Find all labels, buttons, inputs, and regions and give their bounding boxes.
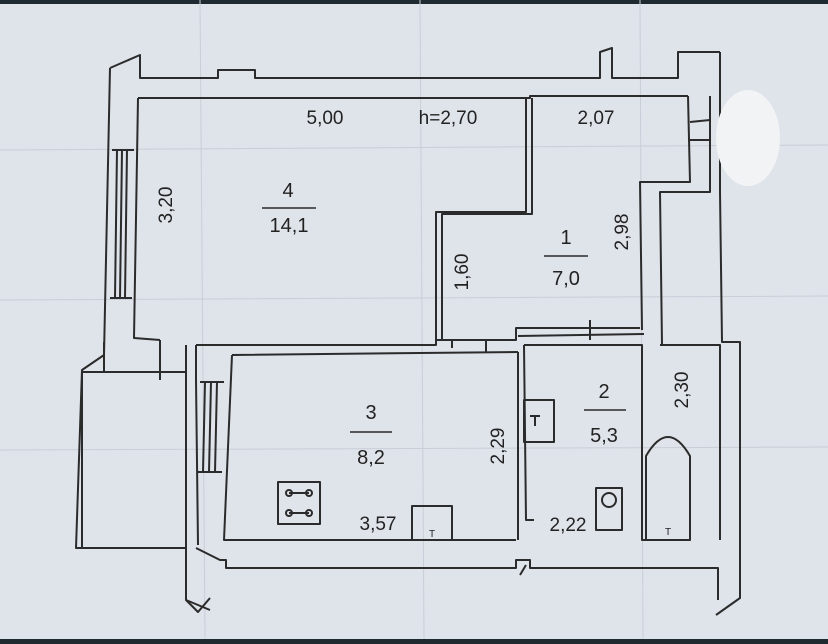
stove — [277, 481, 321, 525]
ceiling-height-label: h=2,70 — [419, 108, 478, 129]
room-2-label: 2 5,3 — [584, 381, 626, 447]
room-1-area: 7,0 — [552, 268, 580, 290]
room-3-number: 3 — [365, 402, 376, 424]
dimension-room1-width: 2,07 — [578, 108, 615, 129]
room-4-area: 14,1 — [270, 215, 309, 237]
dimension-room2-depth: 2,30 — [672, 372, 693, 409]
balcony — [81, 371, 187, 549]
inner-left-wall — [133, 97, 161, 341]
room-3-area: 8,2 — [357, 447, 385, 469]
light-glare — [716, 90, 780, 186]
walls — [75, 47, 741, 616]
dimension-room1-depth: 2,98 — [612, 214, 633, 251]
dimension-passage-depth: 1,60 — [452, 254, 473, 291]
partition-room4-room1 — [435, 98, 527, 340]
dimension-room3-width: 3,57 — [360, 514, 397, 535]
room3-walls — [223, 354, 516, 541]
dimension-room4-width: 5,00 — [307, 108, 344, 129]
room3-window — [198, 381, 224, 473]
outer-bottom-wall — [195, 547, 719, 600]
left-window — [110, 149, 134, 299]
outer-right-wall — [715, 52, 741, 616]
outer-top-wall — [109, 47, 720, 79]
top-frame-edge — [0, 0, 828, 4]
room-2-area: 5,3 — [590, 425, 618, 447]
bathtub — [645, 436, 691, 541]
room-2-number: 2 — [598, 381, 609, 403]
kitchen-sink-mark: T — [429, 529, 435, 540]
room-4-label: 4 14,1 — [262, 180, 316, 237]
dimension-room3-depth: 2,29 — [488, 428, 509, 465]
room-1-number: 1 — [560, 227, 571, 249]
dimension-room2-width: 2,22 — [550, 515, 587, 536]
dimension-room4-depth: 3,20 — [156, 187, 177, 224]
room-4-number: 4 — [282, 180, 293, 202]
room-1-label: 1 7,0 — [544, 227, 588, 290]
sink — [523, 399, 555, 443]
partition-upper-lower — [196, 327, 640, 346]
room-3-label: 3 8,2 — [350, 402, 392, 469]
toilet — [595, 487, 623, 531]
bathtub-mark: T — [665, 527, 671, 538]
kitchen-sink — [411, 505, 453, 540]
inner-top-wall — [138, 95, 688, 99]
